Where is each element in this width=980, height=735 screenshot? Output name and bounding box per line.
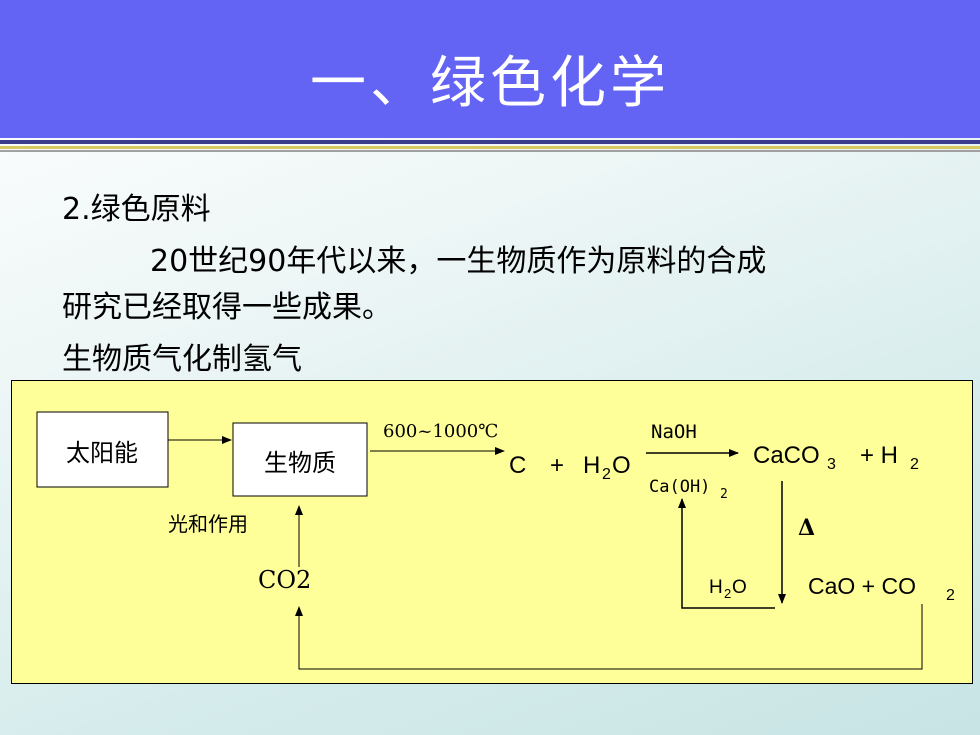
calcium-carbonate-subscript: 3 [827,456,836,473]
water-output-o: O [732,577,747,598]
title-banner: 一、绿色化学 [0,0,980,138]
water-output-h: H [709,577,723,598]
banner-rule-dark [0,140,980,144]
water-output-subscript: 2 [724,586,731,601]
section-heading: 2.绿色原料 [62,192,211,227]
calcium-hydroxide-subscript: 2 [720,487,728,502]
temperature-label: 600~1000℃ [383,421,498,442]
naoh-label: NaOH [651,421,697,443]
regeneration-loop-arrow [678,498,775,609]
calcium-oxide-label: CaO + CO [808,573,916,599]
co2-label: CO2 [258,566,311,594]
water-h: H [583,452,600,479]
heat-delta-symbol: Δ [798,515,815,541]
biomass-label: 生物质 [264,449,336,477]
plus-sign: + [550,452,564,479]
subheading: 生物质气化制氢气 [62,342,302,377]
banner-rule-gold [0,146,980,149]
calcium-carbonate-label: CaCO [753,442,820,469]
hydrogen-label: + H [860,442,898,469]
co2-product-subscript: 2 [946,587,955,604]
solar-energy-label: 太阳能 [66,439,138,467]
co2-recycle-loop [295,604,923,670]
hydrogen-subscript: 2 [910,456,919,473]
calcium-hydroxide-label: Ca(OH) [649,477,710,497]
solar-energy-box [36,411,169,488]
paragraph-line-1: 20世纪90年代以来，一生物质作为原料的合成 [150,244,767,279]
banner-rule-gray [0,150,980,152]
biomass-box [232,422,368,497]
carbon-label: C [509,452,526,479]
slide-title: 一、绿色化学 [310,51,670,116]
diagram-svg: 太阳能 生物质 600~1000℃ C + H 2 O NaOH Ca(OH) … [36,411,955,670]
water-o: O [612,452,631,479]
photosynthesis-label: 光和作用 [168,512,248,536]
water-subscript: 2 [602,466,611,483]
biomass-hydrogen-diagram: 太阳能 生物质 600~1000℃ C + H 2 O NaOH Ca(OH) … [11,380,973,684]
paragraph-line-2: 研究已经取得一些成果。 [62,290,392,325]
